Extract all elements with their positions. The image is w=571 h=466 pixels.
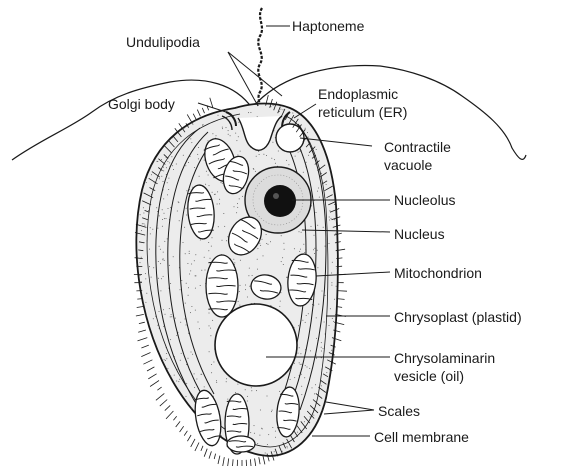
label-chrysolaminarin-line2: vesicle (oil) <box>394 368 464 384</box>
label-cell-membrane: Cell membrane <box>374 429 469 445</box>
leader-scales-a <box>326 402 374 410</box>
contractile-vacuole <box>276 124 304 152</box>
label-contractile-line1: Contractile <box>384 139 451 155</box>
label-nucleolus: Nucleolus <box>394 192 455 208</box>
label-er-line2: reticulum (ER) <box>318 104 407 120</box>
mitochondrion <box>227 436 255 452</box>
label-er-line1: Endoplasmic <box>318 86 398 102</box>
label-undulipodia: Undulipodia <box>126 34 200 50</box>
label-chrysolaminarin-line1: Chrysolaminarin <box>394 350 495 366</box>
nucleolus <box>264 185 296 217</box>
mitochondrion <box>206 255 238 317</box>
label-scales: Scales <box>378 403 420 419</box>
label-mitochondrion: Mitochondrion <box>394 265 482 281</box>
label-nucleus: Nucleus <box>394 226 445 242</box>
leader-scales-b <box>324 410 374 414</box>
leader-undulipodia-b <box>228 52 282 96</box>
label-haptoneme: Haptoneme <box>292 18 364 34</box>
label-contractile-line2: vacuole <box>384 157 432 173</box>
label-chrysoplast: Chrysoplast (plastid) <box>394 309 522 325</box>
chrysolaminarin-vesicle <box>215 304 297 386</box>
haptoneme-strand <box>258 8 262 110</box>
label-golgi-body: Golgi body <box>108 96 175 112</box>
